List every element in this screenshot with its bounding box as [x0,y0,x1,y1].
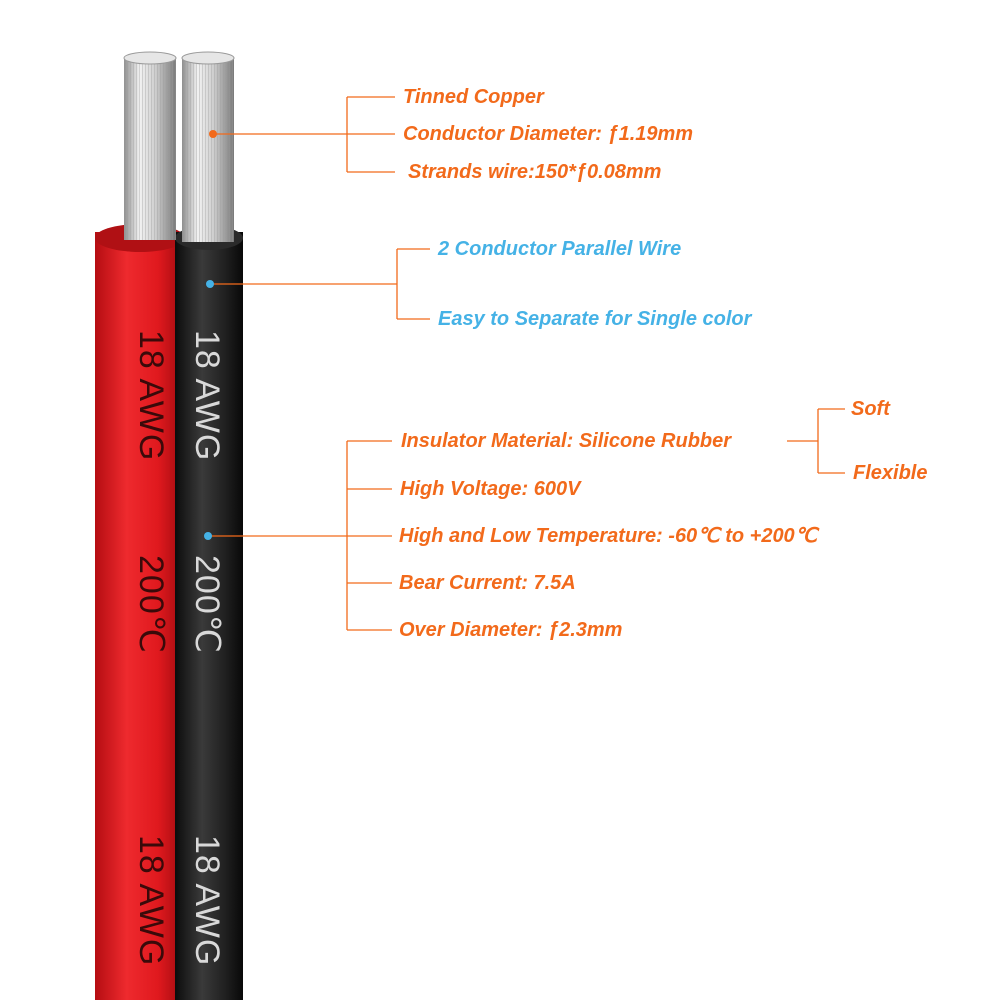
black-wire-marking-temp: 200℃ [188,555,226,654]
red-wire-marking-gauge: 18 AWG [132,330,170,462]
conductor-callout-dot [209,130,217,138]
construction-callout-lines [212,248,430,320]
conductor-material-label: Tinned Copper [403,86,544,108]
separate-label: Easy to Separate for Single color [438,308,752,330]
insulator-soft-label: Soft [851,398,890,420]
temperature-label: High and Low Temperature: -60℃ to +200℃ [399,525,818,547]
black-insulation [175,232,243,1000]
insulator-label: Insulator Material: Silicone Rubber [401,430,732,452]
black-wire-marking-gauge: 18 AWG [188,330,226,462]
black-wire-marking-gauge-2: 18 AWG [188,835,226,967]
specs-callout-lines [210,408,845,631]
parallel-wire-label: 2 Conductor Parallel Wire [438,238,682,260]
red-insulation [95,232,185,1000]
current-label: Bear Current: 7.5A [399,572,576,594]
strands-label: Strands wire:150*ƒ0.08mm [408,161,662,183]
insulator-flexible-label: Flexible [853,462,928,484]
red-wire-marking-gauge-2: 18 AWG [132,835,170,967]
construction-callout-dot [206,280,214,288]
over-diameter-label: Over Diameter: ƒ2.3mm [399,619,623,641]
conductor-callout-lines [215,96,395,173]
red-wire-marking-temp: 200℃ [132,555,170,654]
voltage-label: High Voltage: 600V [400,478,581,500]
conductor-diameter-label: Conductor Diameter: ƒ1.19mm [403,123,694,145]
specs-callout-dot [204,532,212,540]
